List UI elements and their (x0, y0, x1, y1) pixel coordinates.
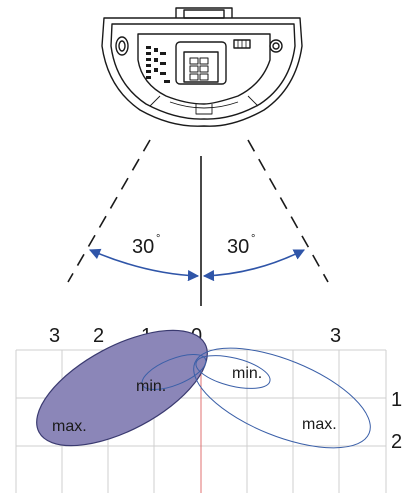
scale-top-label: 2 (93, 325, 104, 347)
left-degree-symbol: ° (156, 233, 160, 245)
min-zone-right (195, 355, 271, 389)
zone-label-min-left: min. (136, 378, 166, 395)
min-zone-left (141, 353, 207, 391)
right-degree-symbol: ° (251, 233, 255, 245)
zone-label-max-left: max. (52, 418, 87, 435)
double-headed-arrow-icon (88, 248, 306, 282)
scale-top-label: 3 (330, 325, 341, 347)
max-zone-right (193, 347, 371, 449)
zone-label-min-right: min. (232, 365, 262, 382)
right-dashed-boundary (247, 139, 329, 283)
left-angle-label: 30 (132, 236, 154, 258)
scale-top-label: 3 (49, 325, 60, 347)
zone-label-max-right: max. (302, 416, 337, 433)
motion-detector-device-icon (101, 7, 303, 127)
scale-right-label: 1 (391, 389, 402, 411)
scale-right-label: 2 (391, 431, 402, 453)
sight-lines (67, 139, 329, 306)
left-dashed-boundary (67, 139, 151, 283)
right-angle-label: 30 (227, 236, 249, 258)
max-zone-left (36, 329, 208, 447)
